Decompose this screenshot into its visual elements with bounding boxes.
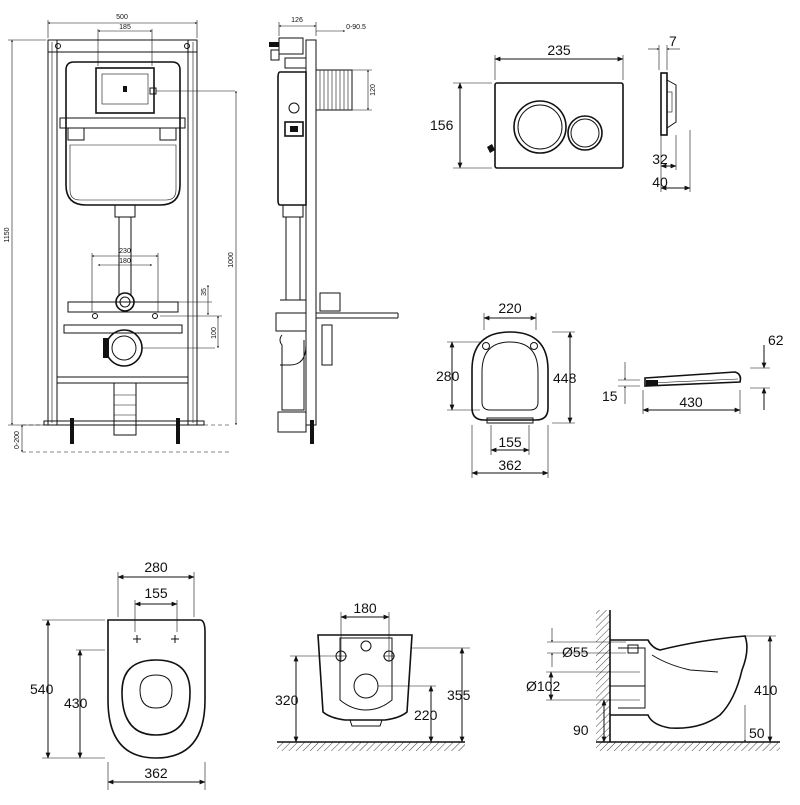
seat-side-length-label: 430 (679, 394, 703, 410)
frame-adjust-label: 0-200 (14, 431, 21, 449)
plate-total-depth-label: 40 (652, 174, 668, 190)
frame-height-label: 1150 (4, 227, 11, 242)
bowl-width-label: 280 (144, 559, 168, 575)
seat-side-view: 62 15 430 (602, 332, 784, 414)
plate-width-label: 185 (119, 24, 131, 31)
bowl-front-low-height-label: 320 (275, 692, 299, 708)
frame-width-label: 500 (116, 14, 128, 21)
seat-inner-label: 280 (436, 368, 460, 384)
bowl-hole-spacing-label: 155 (144, 585, 168, 601)
seat-hinge-label: 155 (498, 434, 522, 450)
bowl-base-label: 362 (144, 765, 168, 781)
seat-width-label: 220 (498, 300, 522, 316)
plate-height-label: 156 (430, 117, 454, 133)
flush-plate-view: 235 156 7 32 40 (430, 33, 691, 192)
seat-length-label: 448 (553, 370, 577, 386)
depth-adjust-label: 0-90.5 (346, 24, 366, 31)
bowl-side-view: Ø55 Ø102 90 410 50 (526, 610, 780, 751)
frame-side-view: 126 0-90.5 120 (269, 17, 399, 444)
outlet-height-label: 90 (573, 722, 589, 738)
pipe-spacing-label: 180 (119, 258, 131, 265)
bowl-front-drain-label: 220 (414, 707, 438, 723)
pan-height-label: 120 (370, 84, 377, 96)
bowl-inner-length-label: 430 (64, 695, 88, 711)
seat-thickness-label: 15 (602, 388, 618, 404)
inlet-diameter-label: Ø55 (562, 644, 589, 660)
bolt-spacing-label: 180 (353, 600, 377, 616)
side-depth-label: 126 (291, 17, 303, 24)
frame-front-view: 500 185 1150 0-200 1000 230 180 35 100 (4, 14, 237, 453)
plate-depth-label: 7 (669, 33, 677, 49)
button-depth-label: 32 (652, 151, 668, 167)
drain-height-label: 100 (211, 327, 218, 339)
outlet-diameter-label: Ø102 (526, 678, 560, 694)
bowl-length-label: 540 (30, 681, 54, 697)
bowl-front-view: 180 320 355 220 (275, 600, 471, 751)
seat-height-label: 62 (768, 332, 784, 348)
bowl-top-view: 280 155 540 430 362 (30, 559, 206, 790)
plate-width-label: 235 (547, 42, 571, 58)
spacing-label: 230 (119, 248, 131, 255)
seat-base-label: 362 (498, 457, 522, 473)
bowl-front-height-label: 355 (447, 687, 471, 703)
pipe-height-label: 1000 (228, 252, 235, 268)
bowl-side-offset-label: 50 (749, 725, 765, 741)
bowl-side-height-label: 410 (754, 682, 778, 698)
offset-label: 35 (201, 288, 208, 296)
seat-top-view: 220 448 280 155 362 (436, 300, 577, 478)
